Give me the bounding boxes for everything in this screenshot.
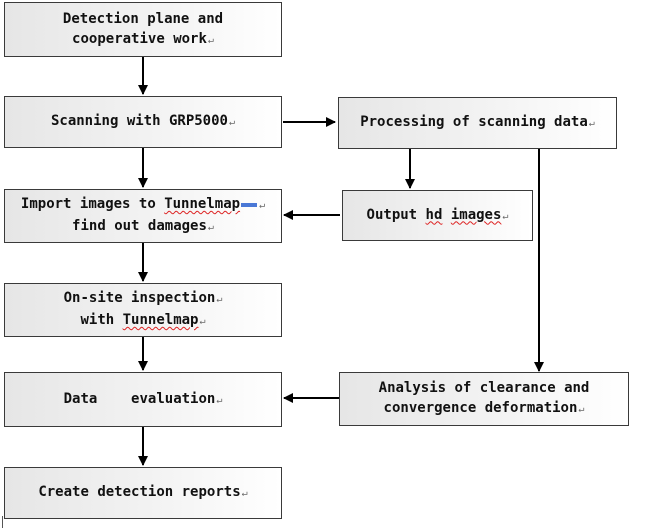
node-text-line: On-site inspection↵ <box>64 288 223 310</box>
node-text: On-site inspection <box>63 290 216 306</box>
node-text: Data evaluation <box>63 390 216 407</box>
paragraph-mark: ↵ <box>502 210 509 222</box>
node-detection-plane: Detection plane and cooperative work↵ <box>4 2 282 57</box>
text-selection-mark <box>241 203 258 207</box>
paragraph-mark: ↵ <box>578 404 585 415</box>
node-text-line: find out damages↵ <box>72 216 214 238</box>
node-scanning: Scanning with GRP5000↵ <box>4 96 282 148</box>
spellcheck-word: images <box>450 206 502 223</box>
spellcheck-word: Tunnelmap <box>164 196 241 212</box>
node-text: cooperative work <box>72 30 207 47</box>
node-output-hd-images: Output hd images↵ <box>342 190 533 241</box>
paragraph-mark: ↵ <box>259 200 266 211</box>
node-text-line: Create detection reports↵ <box>38 482 247 504</box>
node-text-line: with Tunnelmap↵ <box>80 310 205 332</box>
node-text: convergence deformation <box>383 400 578 416</box>
node-text-line: Analysis of clearance and <box>378 380 590 396</box>
node-text: Import images to <box>20 196 165 212</box>
paragraph-mark: ↵ <box>588 118 595 129</box>
node-onsite-inspection: On-site inspection↵ with Tunnelmap↵ <box>4 283 282 337</box>
node-text: find out damages <box>72 218 207 234</box>
spellcheck-word: hd <box>425 206 443 223</box>
node-text-line: Data evaluation↵ <box>64 389 223 411</box>
node-text: Output <box>366 206 426 223</box>
node-text-line: cooperative work↵ <box>72 29 214 51</box>
node-data-evaluation: Data evaluation↵ <box>4 372 282 427</box>
paragraph-mark: ↵ <box>216 294 223 305</box>
node-text: with <box>80 312 123 328</box>
paragraph-mark: ↵ <box>207 34 214 46</box>
node-text <box>442 207 450 223</box>
node-text-line: Detection plane and <box>62 10 224 27</box>
node-text: Processing of scanning data <box>360 114 588 130</box>
node-text-line: convergence deformation↵ <box>384 398 585 420</box>
node-text-line: Import images to Tunnelmap ↵ <box>21 194 265 216</box>
page-margin-mark <box>2 516 3 528</box>
paragraph-mark: ↵ <box>228 117 236 128</box>
paragraph-mark: ↵ <box>241 488 248 499</box>
node-text-line: Output hd images↵ <box>367 205 509 227</box>
node-processing: Processing of scanning data↵ <box>338 97 617 149</box>
paragraph-mark: ↵ <box>207 222 214 233</box>
node-analysis-clearance: Analysis of clearance and convergence de… <box>339 372 629 426</box>
node-import-images: Import images to Tunnelmap ↵ find out dam… <box>4 189 282 243</box>
paragraph-mark: ↵ <box>216 394 223 406</box>
node-text-line: Scanning with GRP5000↵ <box>51 111 235 133</box>
paragraph-mark: ↵ <box>199 316 206 327</box>
node-text: Create detection reports <box>38 484 241 500</box>
node-text-line: Processing of scanning data↵ <box>360 112 595 134</box>
node-text: Scanning with GRP5000 <box>50 113 228 129</box>
node-create-reports: Create detection reports↵ <box>4 467 282 519</box>
spellcheck-word: Tunnelmap <box>122 312 199 328</box>
